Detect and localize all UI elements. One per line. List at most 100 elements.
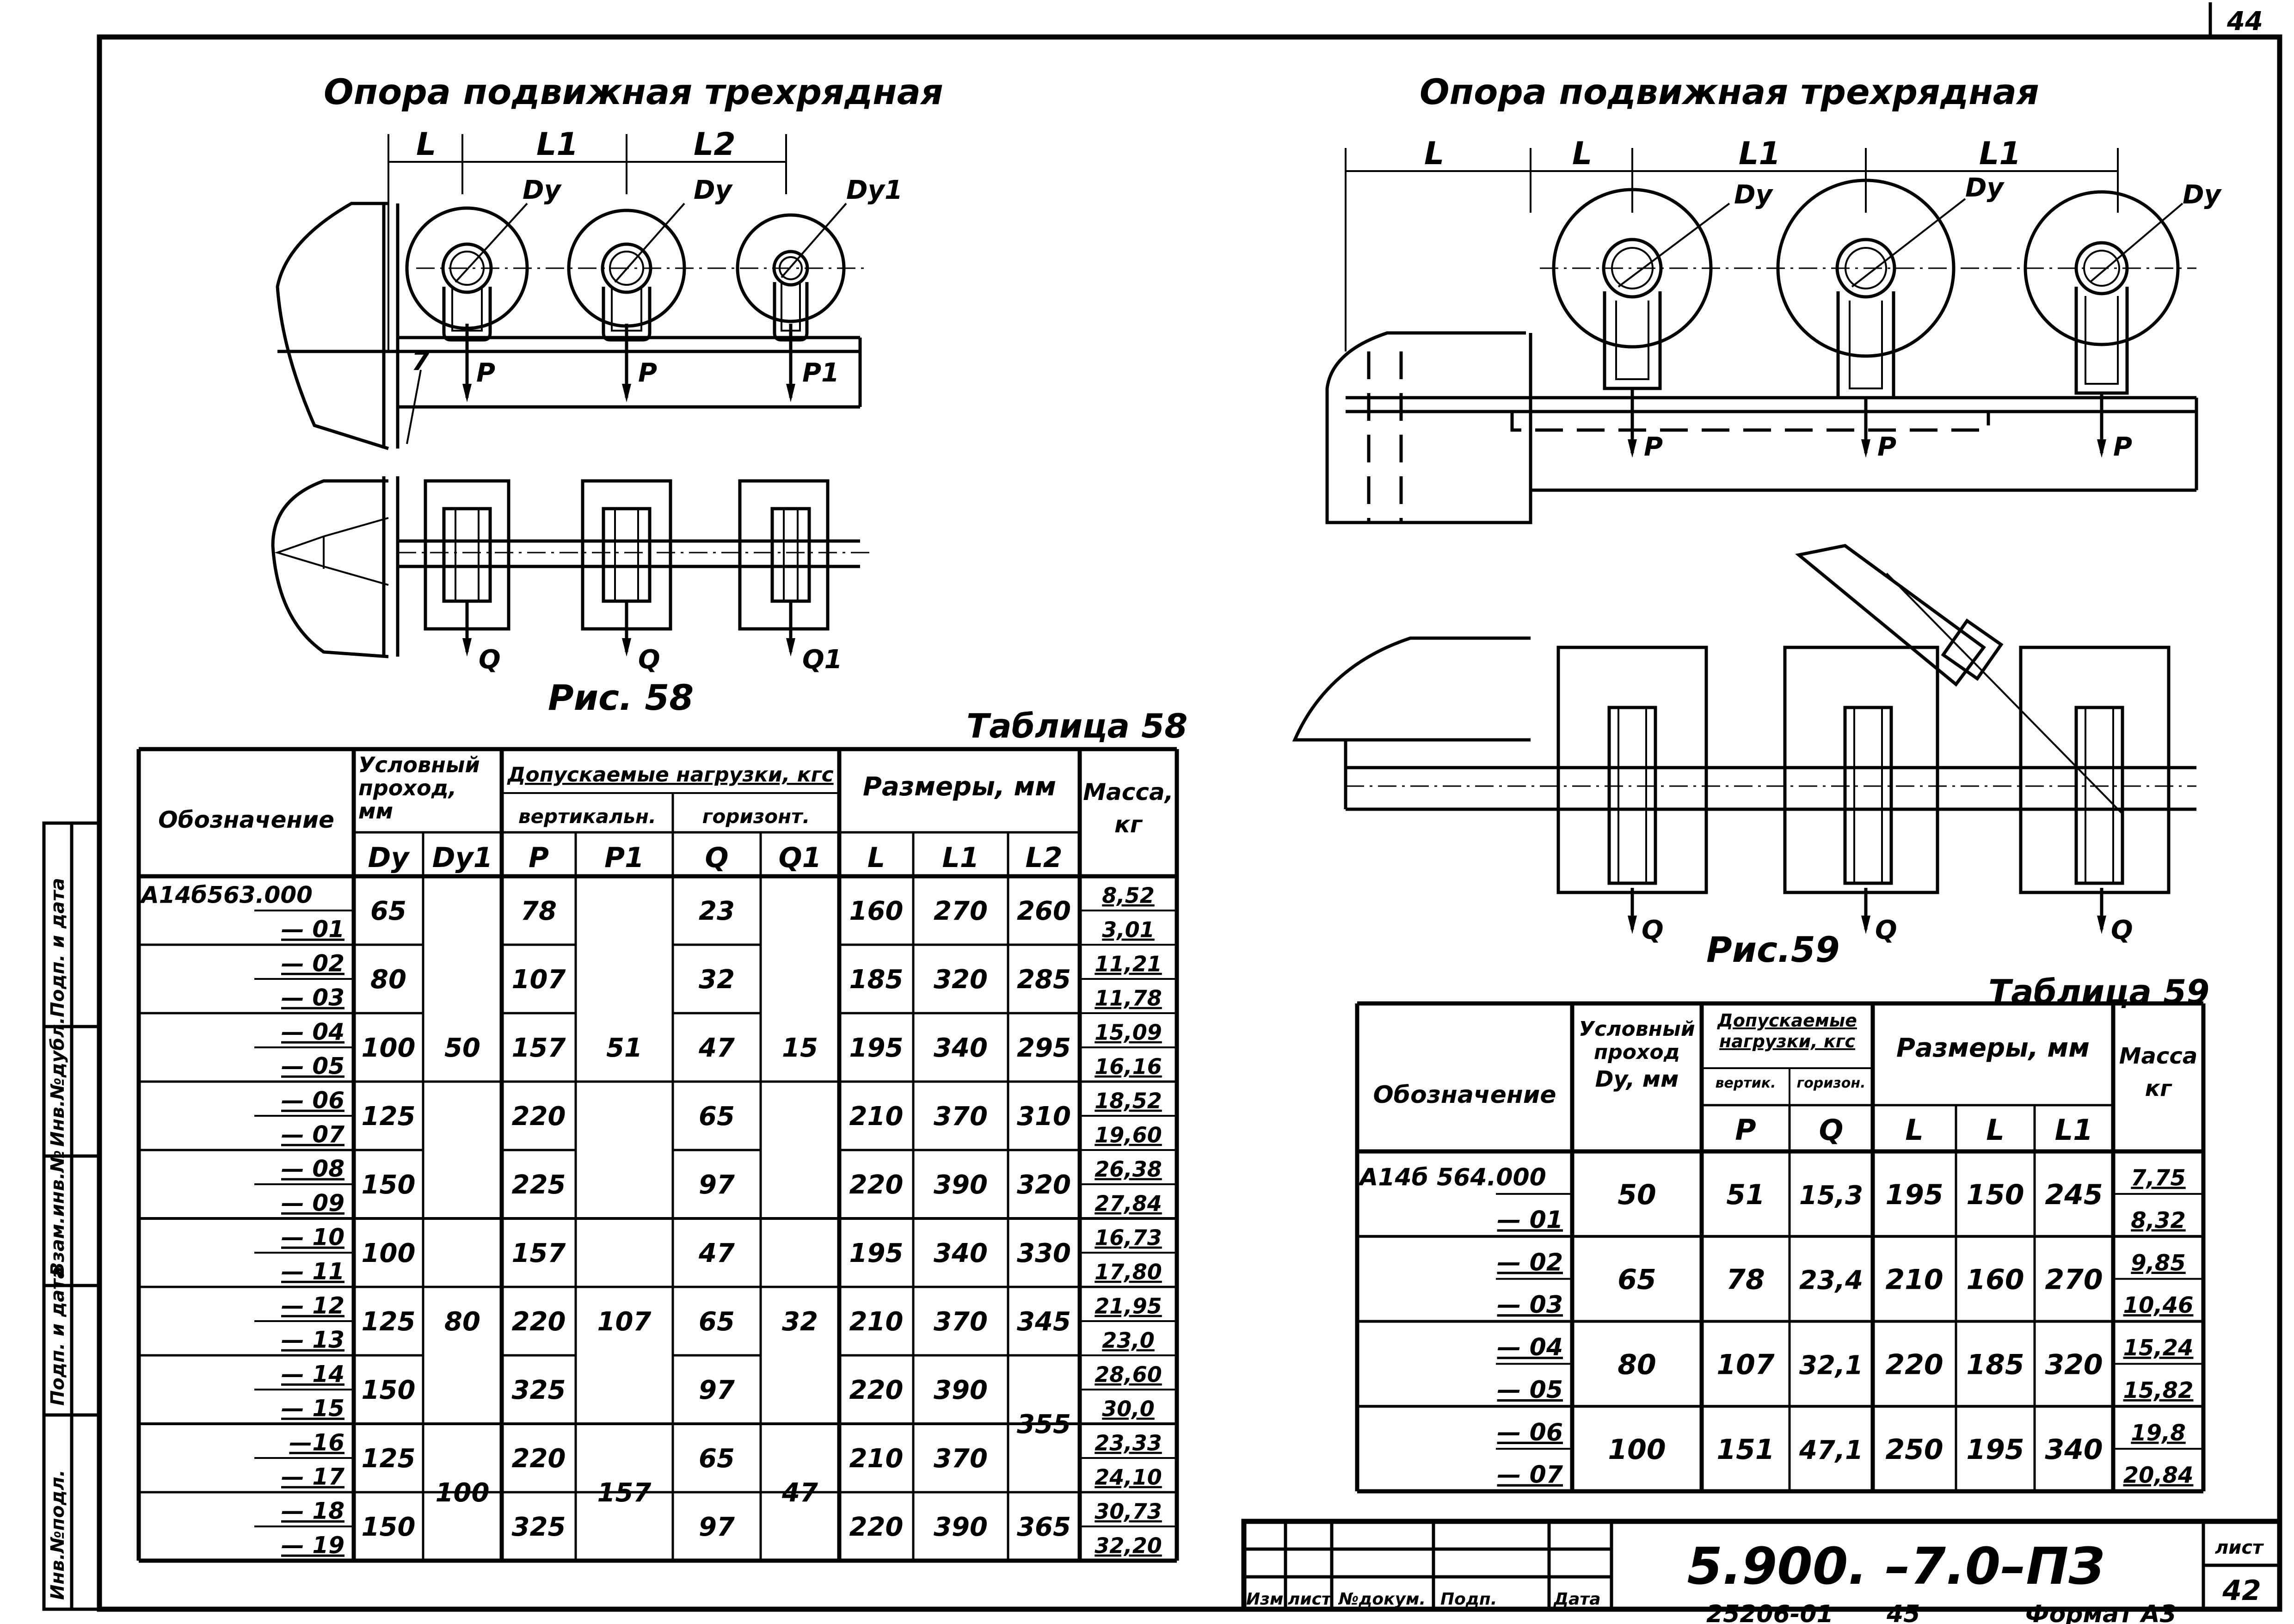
t58-code-1: — 01 [281, 916, 344, 943]
fig58-load-q1: Q1 [802, 645, 843, 675]
t58-mass-12: 21,95 [1095, 1294, 1162, 1319]
t58-q-8: 65 [699, 1444, 735, 1474]
t59-code-3: — 03 [1497, 1291, 1563, 1319]
fig59-front-view: Dy P Dy P Dy P [1325, 173, 2222, 524]
t59-h-designation: Обозначение [1373, 1081, 1556, 1109]
t59-mass-7: 20,84 [2123, 1463, 2194, 1489]
t59-h-sub-4: L1 [2055, 1113, 2093, 1147]
t59-la-0: 195 [1885, 1179, 1943, 1211]
t58-mass-9: 27,84 [1095, 1191, 1162, 1216]
t59-q-1: 23,4 [1799, 1266, 1863, 1296]
t59-lb-1: 160 [1966, 1264, 2024, 1296]
t58-l1-8: 370 [934, 1444, 988, 1474]
fig58-load-p1: P1 [802, 358, 839, 388]
t58-mass-0: 8,52 [1102, 883, 1155, 908]
t58-dy-2: 100 [362, 1033, 416, 1063]
t58-q-6: 65 [699, 1307, 735, 1337]
footer-code: 25206-01 [1706, 1600, 1833, 1624]
t58-l1-0: 270 [934, 896, 988, 926]
fig58-load-p-2: P [638, 358, 657, 388]
t59-h-bore-2: проход [1594, 1040, 1680, 1064]
t58-p-7: 325 [512, 1375, 566, 1405]
t58-q1-2: 47 [781, 1478, 818, 1508]
fig59-plan-view: Q Q Q [1292, 544, 2196, 945]
t58-mass-17: 24,10 [1095, 1465, 1162, 1490]
t58-p-9: 325 [512, 1512, 566, 1542]
t58-l1-5: 340 [934, 1238, 988, 1268]
t58-p-3: 220 [512, 1101, 566, 1132]
t58-q-0: 23 [699, 896, 735, 926]
t58-mass-2: 11,21 [1095, 952, 1162, 977]
t58-l-4: 220 [849, 1170, 904, 1200]
fig59-dim-l-1: L [1424, 135, 1444, 172]
t58-l2-2: 295 [1017, 1033, 1071, 1063]
t59-la-1: 210 [1885, 1264, 1943, 1296]
t58-h-sub-4: Q [705, 842, 728, 874]
t59-p-3: 151 [1716, 1433, 1774, 1466]
table-59: Таблица 59 ОбозначениеУсловныйпроходDy, … [1355, 972, 2209, 1494]
t59-p-2: 107 [1716, 1348, 1774, 1381]
title-col-podp: Подп. [1440, 1590, 1497, 1609]
t58-q-3: 65 [699, 1101, 735, 1132]
table58-grid [136, 747, 1179, 1563]
t58-l1-7: 390 [934, 1375, 988, 1405]
fig58-load-q-1: Q [479, 645, 501, 675]
t58-mass-4: 15,09 [1095, 1020, 1162, 1045]
t59-mass-3: 10,46 [2123, 1292, 2194, 1318]
t58-dy-0: 65 [370, 896, 406, 926]
t59-code-4: — 04 [1497, 1334, 1563, 1361]
t58-q-2: 47 [698, 1033, 735, 1063]
t58-dy1-2: 100 [436, 1478, 490, 1508]
t59-p-1: 78 [1726, 1264, 1765, 1296]
t58-l2-6: 345 [1017, 1307, 1071, 1337]
t58-q-5: 47 [698, 1238, 735, 1268]
t58-l1-9: 390 [934, 1512, 988, 1542]
side-stamp-podp-data-1: Подп. и дата [47, 1267, 68, 1406]
t58-code-12: — 12 [281, 1292, 344, 1319]
t58-dy1-0: 50 [444, 1033, 480, 1063]
title-col-dokum: №докум. [1338, 1590, 1426, 1609]
t58-h-sub-1: Dy1 [432, 842, 493, 874]
t58-l2-5: 330 [1017, 1238, 1071, 1268]
t59-code-1: — 01 [1497, 1206, 1563, 1234]
t58-code-8: — 08 [281, 1156, 344, 1182]
side-stamp-inv-podl: Инв.№подл. [47, 1470, 68, 1600]
t58-code-4: — 04 [281, 1019, 344, 1046]
t58-p1-2: 157 [597, 1478, 652, 1508]
t59-code-6: — 06 [1497, 1419, 1563, 1446]
fig58-load-p-1: P [476, 358, 495, 388]
sheet-number: 42 [2222, 1575, 2261, 1607]
t59-h-bore-1: Условный [1579, 1017, 1695, 1041]
t58-p-0: 78 [521, 896, 557, 926]
t58-p-4: 225 [512, 1170, 566, 1200]
t59-h-sub-1: Q [1819, 1113, 1844, 1147]
t58-q-1: 32 [699, 965, 735, 995]
fig59-load-q-1: Q [1642, 915, 1664, 945]
t58-l-7: 220 [849, 1375, 904, 1405]
t59-dy-2: 80 [1617, 1348, 1656, 1381]
fig58-dim-l: L [416, 126, 436, 163]
t58-l-6: 210 [849, 1307, 904, 1337]
sheet-label: лист [2215, 1537, 2264, 1558]
t58-l1-4: 390 [934, 1170, 988, 1200]
t58-p-6: 220 [512, 1307, 566, 1337]
t58-code-19: — 19 [281, 1532, 344, 1559]
t59-h-bore-3: Dy, мм [1595, 1066, 1679, 1092]
t58-code-0: А14б563.000 [139, 882, 313, 909]
fig58-label-dy1: Dy1 [846, 175, 903, 205]
t59-h-vertical: вертик. [1716, 1075, 1776, 1091]
t58-dy1-1: 80 [444, 1307, 480, 1337]
t58-mass-1: 3,01 [1102, 917, 1155, 942]
table-58: Таблица 58 ОбозначениеУсловныйпроход,ммД… [136, 707, 1187, 1563]
t59-l1-3: 340 [2045, 1433, 2103, 1466]
t58-l2-merged: 355 [1017, 1409, 1071, 1439]
figure-58: Опора подвижная трехрядная L L1 L2 [271, 71, 943, 718]
figure-59: Опора подвижная трехрядная L L L1 L1 [1292, 71, 2222, 970]
t58-q1-1: 32 [782, 1307, 818, 1337]
title-col-data: Дата [1553, 1590, 1601, 1609]
t58-code-3: — 03 [281, 984, 344, 1011]
t59-l1-1: 270 [2045, 1264, 2103, 1296]
t58-l-2: 195 [849, 1033, 904, 1063]
t58-h-bore-1: Условный [358, 752, 480, 777]
t58-code-10: — 10 [281, 1224, 344, 1251]
